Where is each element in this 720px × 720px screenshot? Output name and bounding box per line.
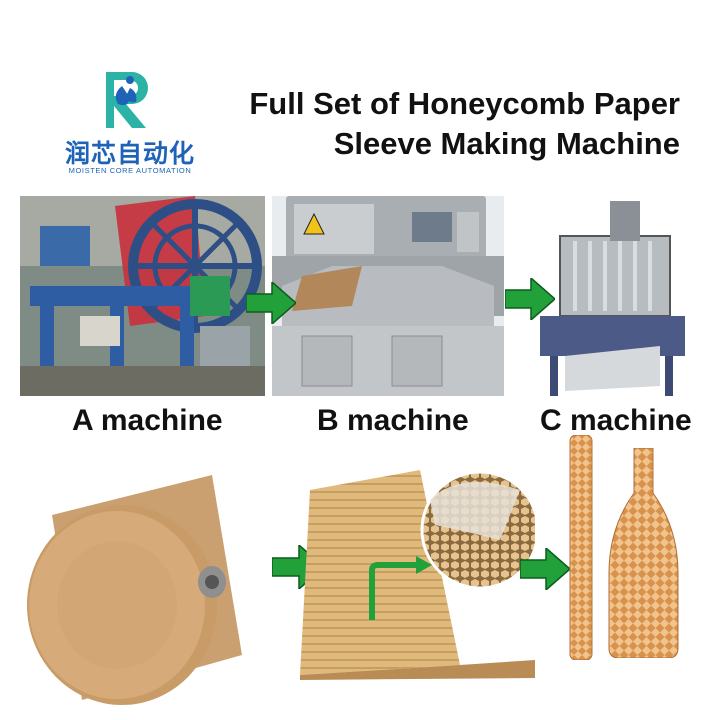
arrow-b-to-c-icon xyxy=(505,278,555,320)
machine-a-photo xyxy=(20,196,265,396)
kraft-paper-roll xyxy=(27,475,242,705)
wrapped-bottle xyxy=(608,448,679,658)
honeycomb-paper-sheet xyxy=(300,470,535,680)
title-line-1: Full Set of Honeycomb Paper xyxy=(249,86,680,121)
title-line-2: Sleeve Making Machine xyxy=(333,126,680,161)
machine-c-label: C machine xyxy=(540,404,692,437)
brand-name-cn: 润芯自动化 xyxy=(64,139,195,168)
brand-name-en: MOISTEN CORE AUTOMATION xyxy=(68,166,192,175)
brand-logo: 润芯自动化 MOISTEN CORE AUTOMATION xyxy=(60,68,200,178)
arrow-a-to-b-icon xyxy=(246,282,296,324)
honeycomb-sleeve-tube xyxy=(569,435,593,660)
machine-b-label: B machine xyxy=(317,404,469,437)
machine-a-label: A machine xyxy=(72,404,223,437)
machine-b-photo xyxy=(272,196,504,396)
arrow-sheet-to-sleeve-icon xyxy=(520,548,570,590)
machine-c-photo xyxy=(540,196,685,396)
page-title: Full Set of Honeycomb Paper Sleeve Makin… xyxy=(210,84,680,164)
brand-logo-mark xyxy=(106,72,148,128)
